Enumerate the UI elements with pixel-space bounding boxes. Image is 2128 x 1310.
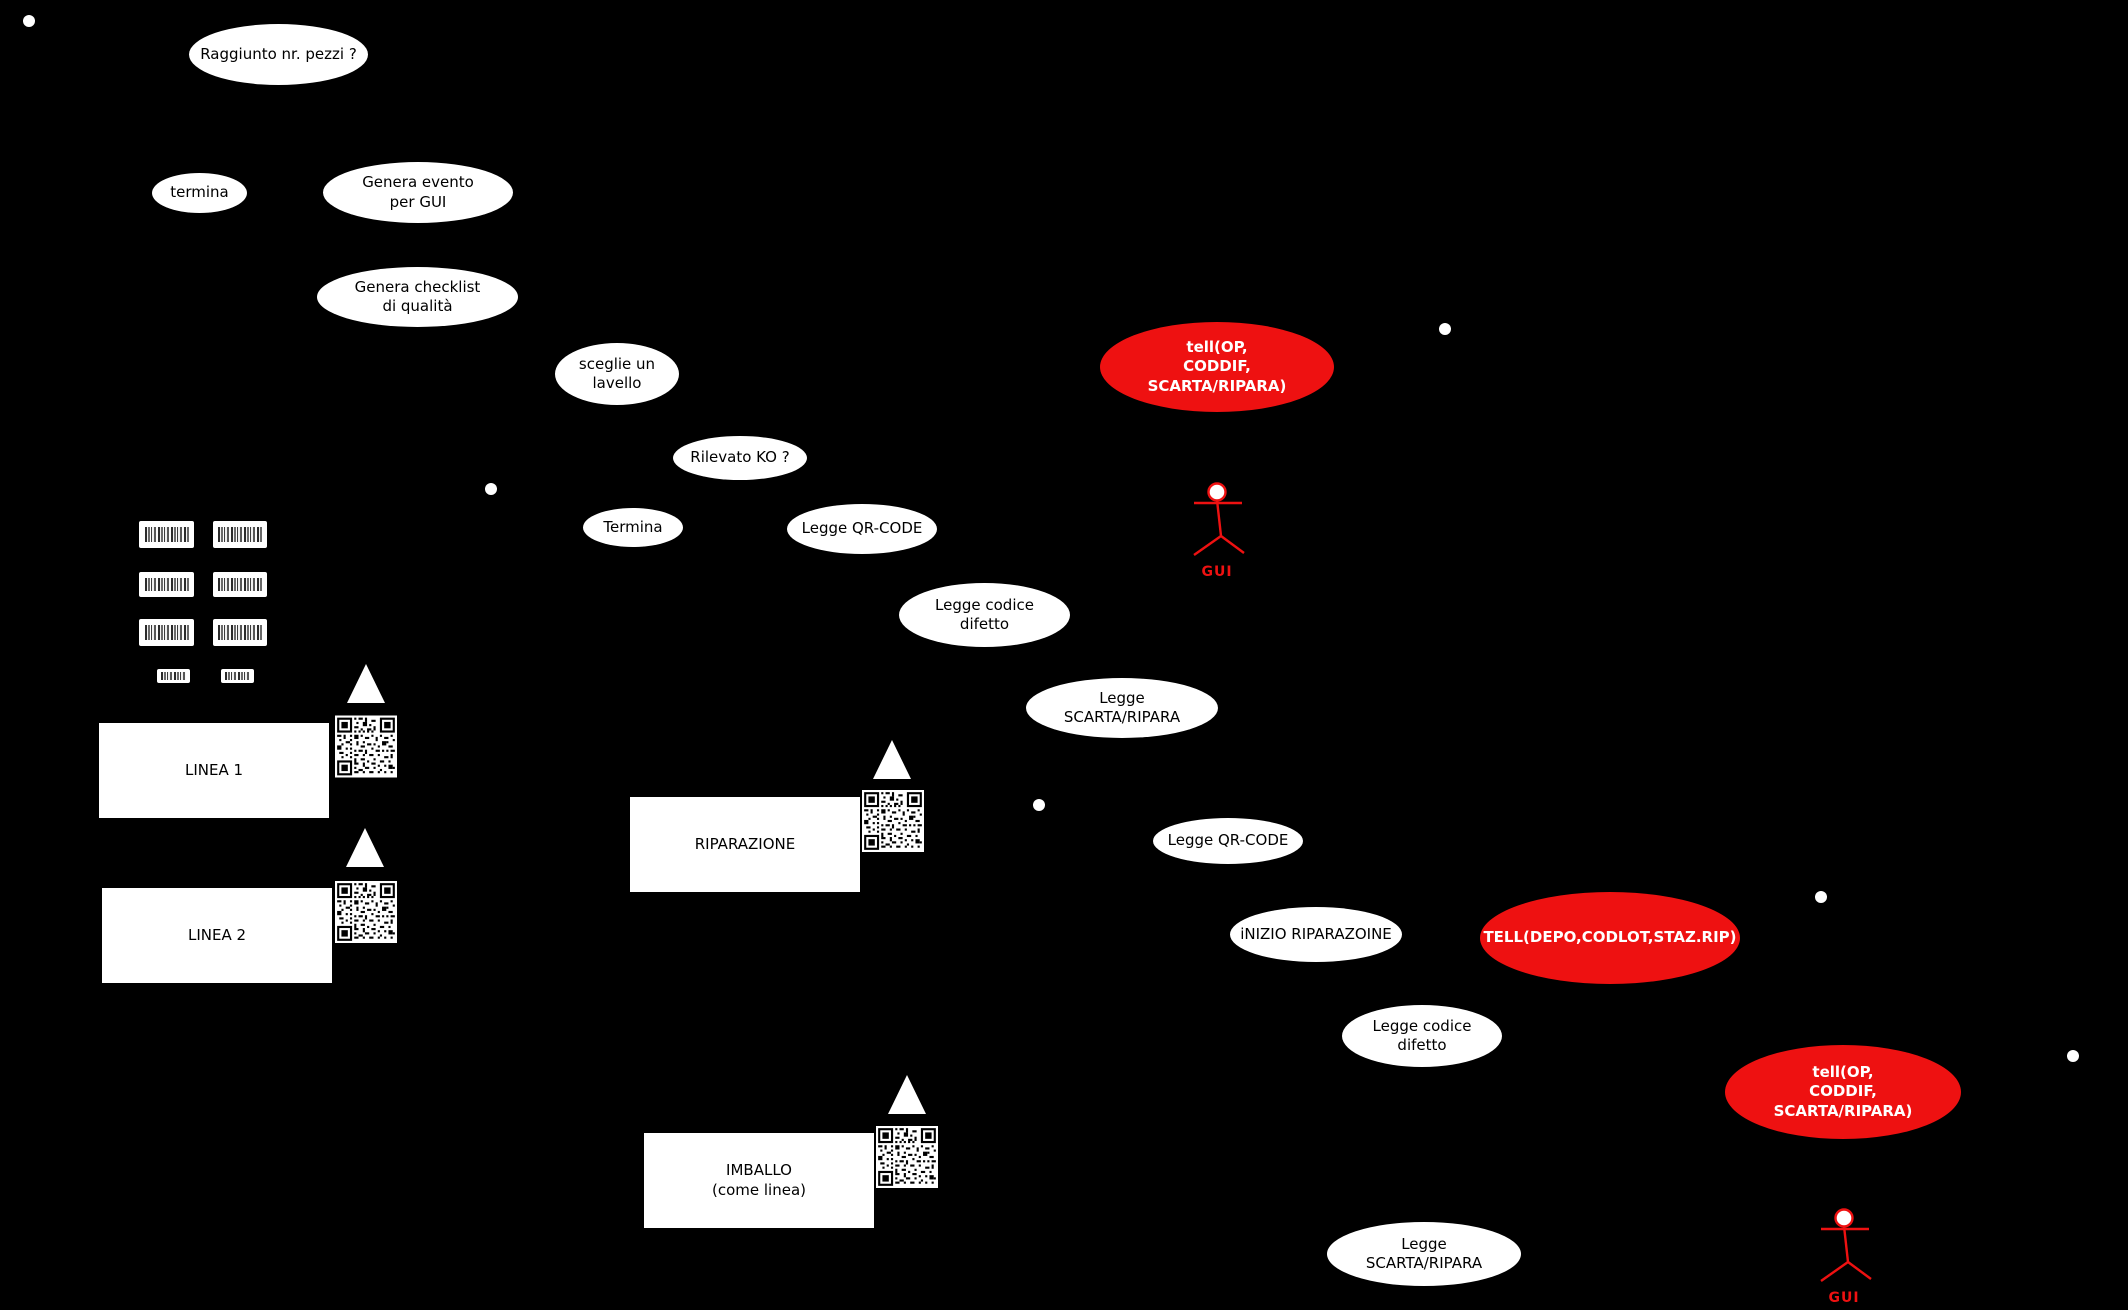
barcode-icon — [213, 572, 267, 597]
gui-actor-label: GUI — [1201, 564, 1233, 580]
activity-raggiunto-nr-pezzi: Raggiunto nr. pezzi ? — [189, 24, 368, 85]
activity-legge-scarta-ripara-2: Legge SCARTA/RIPARA — [1327, 1222, 1521, 1286]
qr-code-icon — [862, 790, 924, 852]
barcode-icon — [139, 521, 194, 548]
activity-termina-1: termina — [152, 173, 247, 213]
message-tell-depo-codlot: TELL(DEPO,CODLOT,STAZ.RIP) — [1480, 892, 1740, 984]
stick-figure-icon — [1819, 1208, 1873, 1283]
triangle-up-icon — [346, 828, 384, 867]
barcode-icon — [221, 669, 254, 683]
node-dot-icon — [1033, 799, 1045, 811]
barcode-icon — [157, 669, 190, 683]
node-dot-icon — [1439, 323, 1451, 335]
node-dot-icon — [1815, 891, 1827, 903]
qr-code-icon — [335, 715, 397, 778]
activity-sceglie-lavello: sceglie un lavello — [555, 343, 679, 405]
activity-rilevato-ko: Rilevato KO ? — [673, 436, 807, 480]
message-tell-op-1: tell(OP, CODDIF, SCARTA/RIPARA) — [1100, 322, 1334, 412]
activity-legge-qrcode-2: Legge QR-CODE — [1153, 818, 1303, 864]
station-riparazione: RIPARAZIONE — [630, 797, 860, 892]
gui-actor-label: GUI — [1828, 1290, 1860, 1306]
activity-legge-qrcode-1: Legge QR-CODE — [787, 504, 937, 554]
activity-genera-evento-gui: Genera evento per GUI — [323, 162, 513, 223]
barcode-icon — [213, 521, 267, 548]
qr-code-icon — [876, 1126, 938, 1188]
activity-genera-checklist: Genera checklist di qualità — [317, 267, 518, 327]
stick-figure-icon — [1192, 482, 1246, 557]
triangle-up-icon — [347, 664, 385, 703]
activity-termina-2: Termina — [583, 508, 683, 547]
station-imballo: IMBALLO (come linea) — [644, 1133, 874, 1228]
triangle-up-icon — [873, 740, 911, 779]
station-linea-2: LINEA 2 — [102, 888, 332, 983]
activity-legge-codice-difetto-2: Legge codice difetto — [1342, 1005, 1502, 1067]
station-linea-1: LINEA 1 — [99, 723, 329, 818]
node-dot-icon — [485, 483, 497, 495]
barcode-icon — [213, 619, 267, 646]
qr-code-icon — [335, 881, 397, 943]
node-dot-icon — [23, 15, 35, 27]
activity-inizio-riparazione: iNIZIO RIPARAZOINE — [1230, 907, 1402, 962]
message-tell-op-2: tell(OP, CODDIF, SCARTA/RIPARA) — [1725, 1045, 1961, 1139]
barcode-icon — [139, 619, 194, 646]
activity-legge-scarta-ripara-1: Legge SCARTA/RIPARA — [1026, 678, 1218, 738]
node-dot-icon — [2067, 1050, 2079, 1062]
triangle-up-icon — [888, 1075, 926, 1114]
activity-legge-codice-difetto-1: Legge codice difetto — [899, 583, 1070, 647]
barcode-icon — [139, 572, 194, 597]
